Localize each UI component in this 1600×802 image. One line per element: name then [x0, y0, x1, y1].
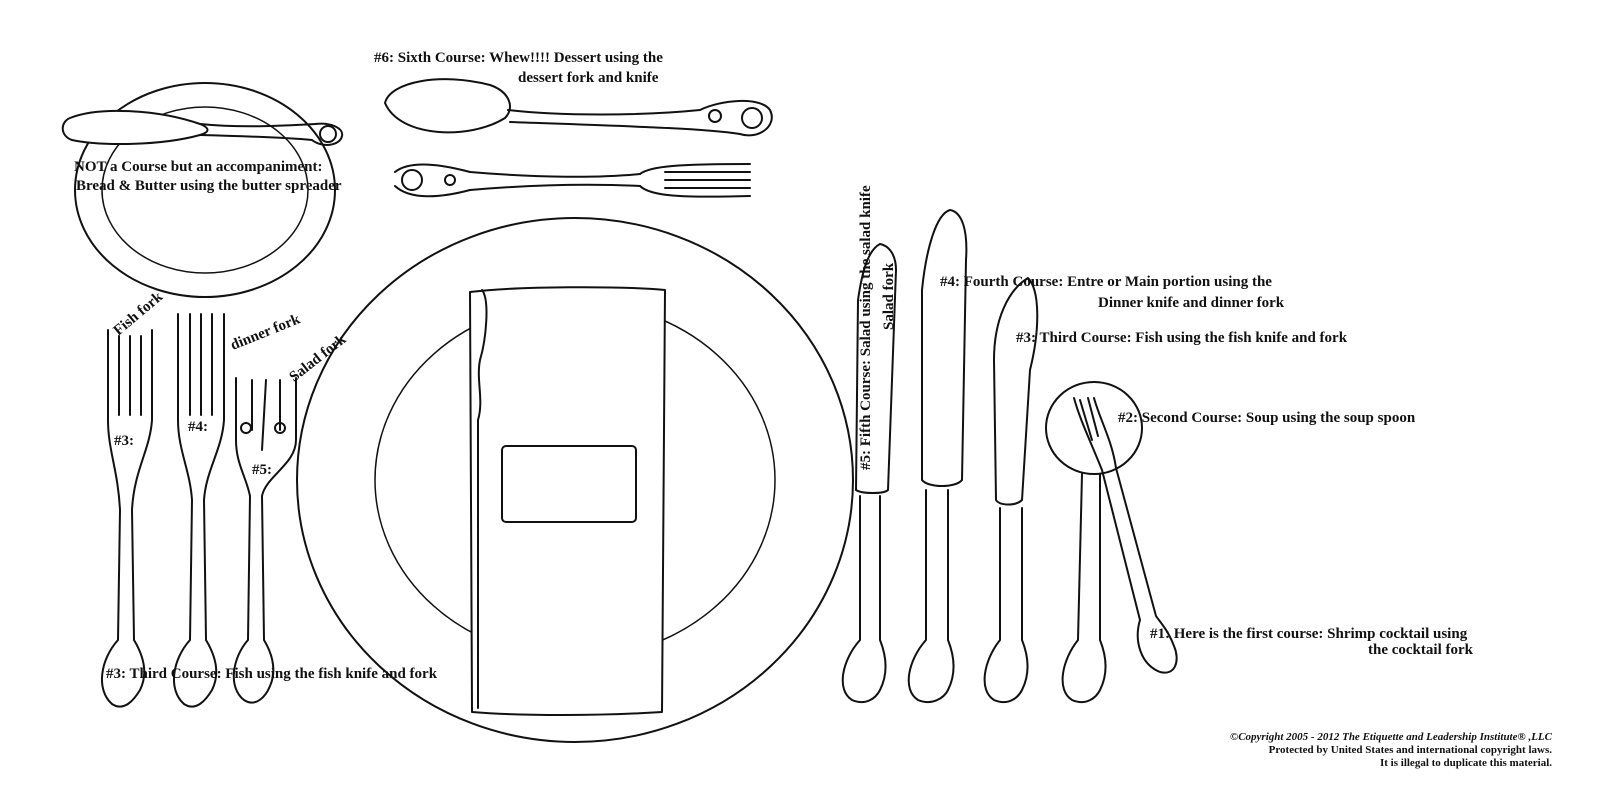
salad-fork-number: #5:: [252, 462, 272, 478]
salad-knife-label: Salad fork: [881, 262, 897, 330]
copyright-line-1: ©Copyright 2005 - 2012 The Etiquette and…: [1229, 731, 1552, 743]
fish-fork: [100, 329, 153, 708]
fifth-course-label: #5: Fifth Course: Salad using the salad …: [858, 185, 874, 470]
copyright-line-2: Protected by United States and internati…: [1268, 744, 1552, 756]
fish-fork-number: #3:: [114, 433, 134, 449]
salad-knife: [841, 243, 897, 704]
soup-spoon: [1045, 381, 1143, 704]
dinner-fork: [172, 313, 225, 708]
fourth-course-label: #4: Fourth Course: Entre or Main portion…: [940, 274, 1272, 290]
copyright-line-3: It is illegal to duplicate this material…: [1379, 757, 1552, 769]
second-course-label: #2: Second Course: Soup using the soup s…: [1118, 410, 1416, 426]
bread-butter-label: NOT a Course but an accompaniment:: [74, 159, 323, 175]
fourth-course-label-line2: Dinner knife and dinner fork: [1098, 295, 1285, 311]
copyright-notice: ©Copyright 2005 - 2012 The Etiquette and…: [1230, 731, 1552, 770]
third-course-label: #3: Third Course: Fish using the fish kn…: [1016, 330, 1348, 346]
sixth-course-label-line2: dessert fork and knife: [518, 70, 659, 86]
cocktail-fork: [1073, 397, 1178, 674]
sixth-course-label: #6: Sixth Course: Whew!!!! Dessert using…: [374, 50, 663, 66]
first-course-label-line2: the cocktail fork: [1368, 642, 1473, 658]
dinner-fork-number: #4:: [188, 419, 208, 435]
dessert-fork: [394, 163, 751, 198]
salad-fork: [232, 377, 297, 704]
butter-spreader: [61, 109, 344, 146]
napkin: [469, 286, 666, 716]
bread-butter-label-line2: Bread & Butter using the butter spreader: [76, 178, 342, 194]
bread-plate: [74, 82, 336, 298]
first-course-label: #1: Here is the first course: Shrimp coc…: [1150, 626, 1468, 642]
dessert-spoon: [384, 78, 773, 137]
dinner-knife: [907, 209, 968, 704]
bottom-third-course-label: #3: Third Course: Fish using the fish kn…: [106, 666, 438, 682]
fish-knife: [983, 277, 1039, 704]
